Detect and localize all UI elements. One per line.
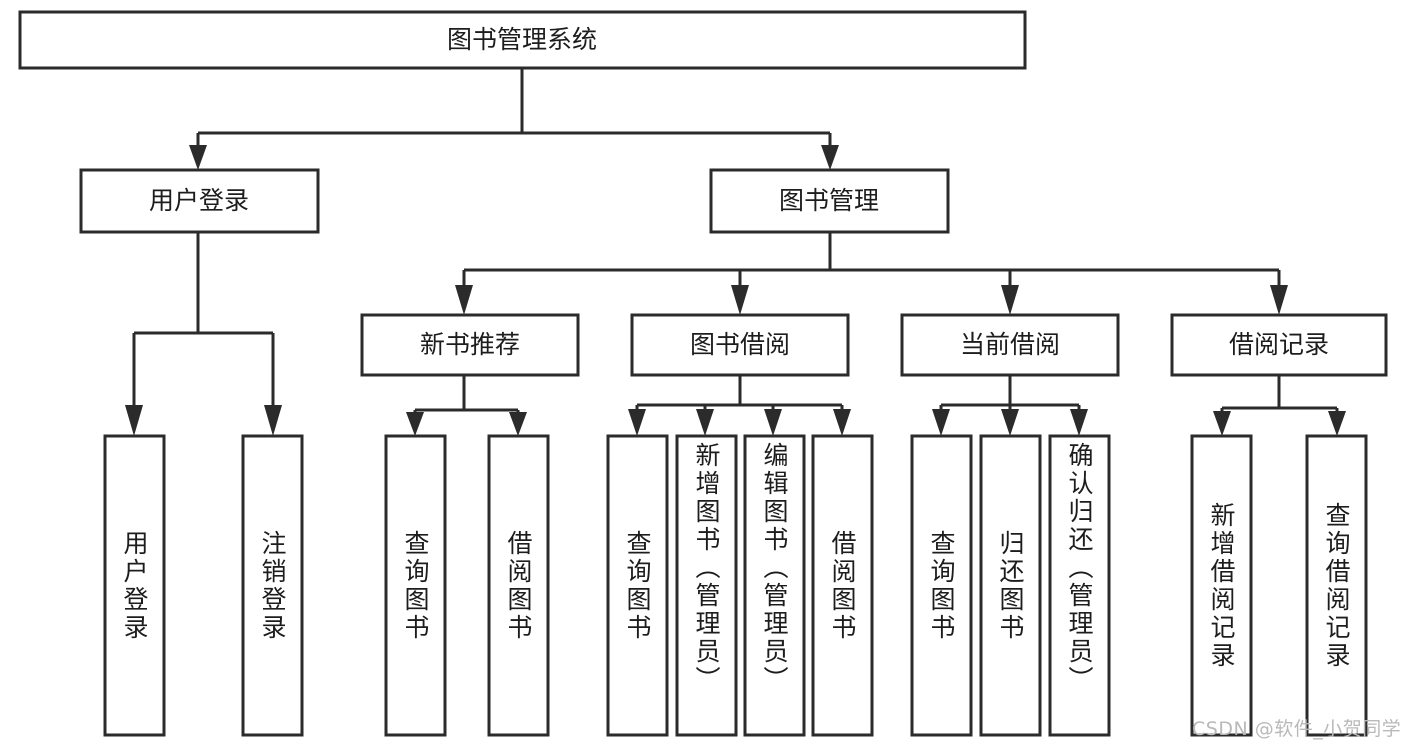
- connectors-book-borrow-to-leaves: [628, 375, 851, 436]
- leaf-label-wrap-book-borrow-2: 新增图书（管理员）: [677, 436, 736, 735]
- leaf-label-borrow-record-1: 新增借阅记录: [1207, 501, 1236, 670]
- node-new-book-recommend[interactable]: 新书推荐: [360, 313, 580, 377]
- leaf-label-current-borrow-2: 归还图书: [996, 529, 1025, 642]
- leaf-label-current-borrow-1: 查询图书: [927, 529, 956, 642]
- leaf-label-wrap-current-borrow-2: 归还图书: [981, 436, 1040, 735]
- leaf-label-user-login-1: 用户登录: [120, 529, 149, 642]
- leaf-label-wrap-book-borrow-1: 查询图书: [608, 436, 667, 735]
- node-root-label: 图书管理系统: [447, 25, 597, 54]
- leaf-label-book-borrow-3: 编辑图书（管理员）: [760, 442, 789, 694]
- leaf-boxes-borrow-record: [1190, 434, 1368, 737]
- arrow-new-book-leaf2: [509, 412, 527, 436]
- connectors-root-to-level2: [189, 68, 839, 170]
- node-root[interactable]: 图书管理系统: [18, 10, 1027, 70]
- connectors-current-borrow-to-leaves: [932, 375, 1088, 436]
- arrow-current-borrow-leaf3: [1070, 409, 1088, 436]
- arrow-to-new-book: [455, 285, 473, 315]
- leaf-label-wrap-book-borrow-4: 借阅图书: [813, 436, 872, 735]
- leaf-label-book-borrow-1: 查询图书: [623, 529, 652, 642]
- arrow-to-book-manage: [821, 145, 839, 170]
- csdn-watermark: CSDN @软件_小贺同学: [1192, 718, 1402, 740]
- arrow-to-user-login: [189, 145, 207, 170]
- leaf-label-new-book-1: 查询图书: [401, 529, 430, 642]
- node-book-borrow[interactable]: 图书借阅: [630, 313, 850, 377]
- node-book-manage-box[interactable]: [709, 168, 950, 234]
- arrow-user-login-leaf1: [125, 405, 143, 436]
- node-user-login-label: 用户登录: [149, 186, 249, 215]
- arrow-book-borrow-leaf3: [764, 409, 782, 436]
- leaf-box-borrow-record-1[interactable]: [1190, 434, 1253, 737]
- leaf-boxes-user-login: [103, 434, 304, 737]
- connectors-user-login-to-leaves: [125, 232, 282, 436]
- leaf-label-wrap-current-borrow-3: 确认归还（管理员）: [1050, 436, 1109, 735]
- arrow-new-book-leaf1: [406, 412, 424, 436]
- connectors-book-manage-to-level3: [455, 232, 1288, 315]
- leaf-label-book-borrow-4: 借阅图书: [828, 529, 857, 642]
- node-root-box[interactable]: [18, 10, 1027, 70]
- node-borrow-record-box[interactable]: [1170, 313, 1388, 377]
- leaf-box-current-borrow-2[interactable]: [979, 434, 1042, 737]
- connectors-new-book-to-leaves: [406, 375, 527, 436]
- arrow-book-borrow-leaf4: [833, 409, 851, 436]
- leaf-label-wrap-user-login-2: 注销登录: [243, 436, 302, 735]
- node-current-borrow-label: 当前借阅: [960, 330, 1060, 359]
- node-book-borrow-label: 图书借阅: [690, 330, 790, 359]
- leaf-box-user-login-1[interactable]: [103, 434, 166, 737]
- leaf-box-borrow-record-2[interactable]: [1305, 434, 1368, 737]
- node-borrow-record-label: 借阅记录: [1229, 330, 1329, 359]
- leaf-box-user-login-2[interactable]: [241, 434, 304, 737]
- leaf-label-wrap-new-book-2: 借阅图书: [489, 436, 548, 735]
- node-user-login[interactable]: 用户登录: [79, 168, 320, 234]
- leaf-label-wrap-borrow-record-2: 查询借阅记录: [1307, 436, 1366, 735]
- leaf-label-book-borrow-2: 新增图书（管理员）: [692, 442, 721, 694]
- leaf-label-user-login-2: 注销登录: [258, 529, 287, 642]
- leaf-label-borrow-record-2: 查询借阅记录: [1322, 501, 1351, 670]
- leaf-box-new-book-1[interactable]: [384, 434, 447, 737]
- arrow-book-borrow-leaf1: [628, 409, 646, 436]
- leaf-box-current-borrow-1[interactable]: [910, 434, 973, 737]
- node-new-book-recommend-box[interactable]: [360, 313, 580, 377]
- arrow-to-borrow-record: [1270, 285, 1288, 315]
- arrow-user-login-leaf2: [264, 405, 282, 436]
- leaf-boxes-book-borrow: [606, 434, 874, 737]
- leaf-label-current-borrow-3: 确认归还（管理员）: [1065, 442, 1094, 694]
- node-new-book-recommend-label: 新书推荐: [420, 330, 520, 359]
- leaf-boxes-current-borrow: [910, 434, 1111, 737]
- arrow-current-borrow-leaf2: [1001, 409, 1019, 436]
- leaf-box-book-borrow-3[interactable]: [743, 434, 806, 737]
- leaf-label-wrap-user-login-1: 用户登录: [105, 436, 164, 735]
- node-current-borrow[interactable]: 当前借阅: [900, 313, 1120, 377]
- node-book-manage-label: 图书管理: [779, 186, 879, 215]
- arrow-current-borrow-leaf1: [932, 409, 950, 436]
- node-book-borrow-box[interactable]: [630, 313, 850, 377]
- leaf-box-current-borrow-3[interactable]: [1048, 434, 1111, 737]
- connectors-borrow-record-to-leaves: [1213, 375, 1346, 436]
- node-user-login-box[interactable]: [79, 168, 320, 234]
- arrow-to-book-borrow: [731, 285, 749, 315]
- arrow-book-borrow-leaf2: [696, 409, 714, 436]
- leaf-label-wrap-book-borrow-3: 编辑图书（管理员）: [745, 436, 804, 735]
- leaf-label-wrap-borrow-record-1: 新增借阅记录: [1192, 436, 1251, 735]
- leaf-box-book-borrow-4[interactable]: [811, 434, 874, 737]
- leaf-boxes-new-book-recommend: [384, 434, 550, 737]
- leaf-label-new-book-2: 借阅图书: [504, 529, 533, 642]
- arrow-borrow-record-leaf2: [1328, 411, 1346, 436]
- leaf-box-book-borrow-1[interactable]: [606, 434, 669, 737]
- leaf-box-new-book-2[interactable]: [487, 434, 550, 737]
- arrow-to-current-borrow: [1001, 285, 1019, 315]
- arrow-borrow-record-leaf1: [1213, 411, 1231, 436]
- leaf-label-wrap-new-book-1: 查询图书: [386, 436, 445, 735]
- leaf-box-book-borrow-2[interactable]: [675, 434, 738, 737]
- node-current-borrow-box[interactable]: [900, 313, 1120, 377]
- node-book-manage[interactable]: 图书管理: [709, 168, 950, 234]
- node-borrow-record[interactable]: 借阅记录: [1170, 313, 1388, 377]
- leaf-label-wrap-current-borrow-1: 查询图书: [912, 436, 971, 735]
